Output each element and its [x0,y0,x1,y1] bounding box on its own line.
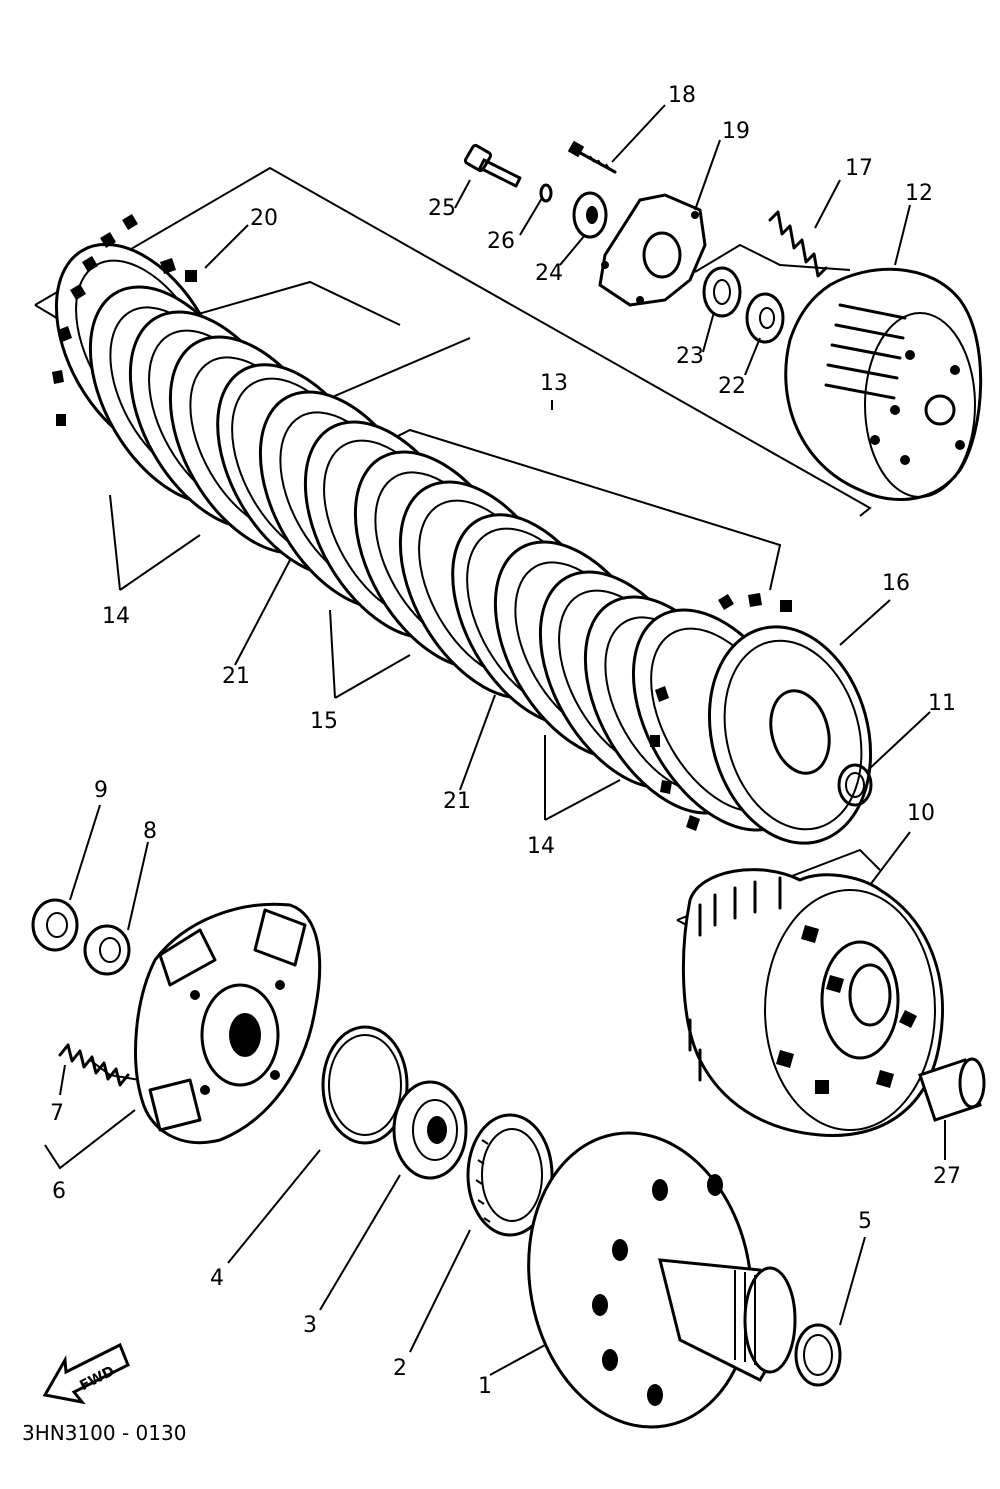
callout-19: 19 [722,119,750,144]
callout-10: 10 [907,801,935,826]
ring-4 [321,1025,409,1145]
callout-20: 20 [250,206,278,231]
callout-12: 12 [905,181,933,206]
washer-5 [794,1323,842,1387]
callout-13: 13 [540,371,568,396]
nut-and-washer-8-9 [31,898,131,976]
diagram-code: 3HN3100 - 0130 [22,1421,186,1445]
callout-26: 26 [487,229,515,254]
centrifugal-shoe-assembly-6 [134,902,322,1145]
callout-25: 25 [428,196,456,221]
callout-3: 3 [303,1313,317,1338]
callout-21b: 21 [443,789,471,814]
callout-6: 6 [52,1179,66,1204]
callout-22: 22 [718,374,746,399]
circlip-11 [837,763,873,807]
callout-5: 5 [858,1209,872,1234]
callout-2: 2 [393,1356,407,1381]
callout-17: 17 [845,156,873,181]
pressure-plate-16 [707,625,873,845]
callout-14a: 14 [102,604,130,629]
callout-14b: 14 [527,834,555,859]
callout-11: 11 [928,691,956,716]
callout-8: 8 [143,819,157,844]
fwd-arrow-icon: FWD [42,1342,130,1405]
bearing-3 [392,1080,468,1180]
callout-24: 24 [535,261,563,286]
callout-leader-lines [44,104,946,1376]
callout-16: 16 [882,571,910,596]
spring-7 [58,1043,130,1087]
callout-21a: 21 [222,664,250,689]
callout-23: 23 [676,344,704,369]
primary-drive-gear-1 [527,1131,797,1429]
callout-numbers: 1 2 3 4 5 6 7 8 9 10 11 12 13 14 14 15 1… [50,83,961,1399]
callout-18: 18 [668,83,696,108]
clutch-boss-10 [681,868,944,1138]
one-way-clutch-2 [466,1113,554,1237]
callout-27: 27 [933,1164,961,1189]
callout-15: 15 [310,709,338,734]
callout-7: 7 [50,1101,64,1126]
callout-1: 1 [478,1374,492,1399]
callout-4: 4 [210,1266,224,1291]
clutch-plate-stack [88,285,809,832]
clutch-housing-12 [784,267,983,501]
upper-small-parts [463,140,828,344]
collar-27 [918,1057,986,1122]
callout-9: 9 [94,778,108,803]
